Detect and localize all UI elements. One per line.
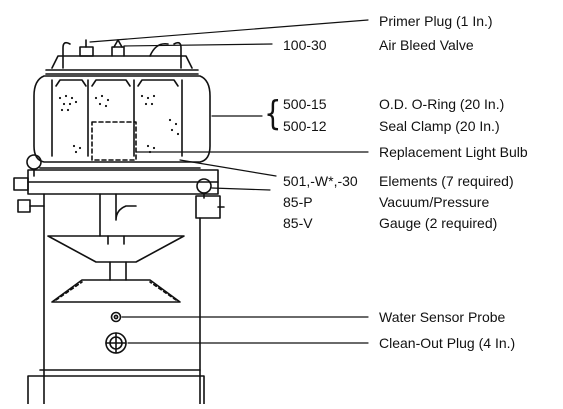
lower-housing — [27, 193, 205, 405]
leader-gauge — [211, 187, 271, 191]
leader-elements — [179, 159, 277, 177]
part-number-air-bleed: 100-30 — [283, 37, 327, 53]
clean-out-plug-icon — [105, 332, 127, 354]
label-gauge: Gauge (2 required) — [379, 215, 498, 231]
gauge-left-icon — [26, 154, 42, 177]
part-number-oring: 500-15 — [283, 96, 327, 112]
label-clean-out-plug: Clean-Out Plug (4 In.) — [379, 335, 516, 351]
label-seal-clamp: Seal Clamp (20 In.) — [379, 118, 500, 134]
leader-lines — [89, 19, 369, 344]
label-water-sensor: Water Sensor Probe — [379, 309, 506, 325]
leader-air-bleed — [123, 43, 273, 47]
label-light-bulb: Replacement Light Bulb — [379, 144, 528, 160]
leader-primer-plug — [89, 19, 369, 43]
manifold — [13, 169, 225, 219]
part-number-vacuum: 85-P — [283, 194, 313, 210]
label-primer-plug: Primer Plug (1 In.) — [379, 13, 493, 29]
part-number-elements: 501,-W*,-30 — [283, 173, 358, 189]
label-air-bleed-valve: Air Bleed Valve — [379, 37, 474, 53]
part-number-seal-clamp: 500-12 — [283, 118, 327, 134]
part-number-gauge: 85-V — [283, 215, 313, 231]
brace-symbol: { — [264, 94, 282, 134]
element-texture — [58, 94, 180, 154]
label-oring: O.D. O-Ring (20 In.) — [379, 96, 505, 112]
gauge-right-icon — [196, 178, 212, 199]
filter-bowl — [33, 75, 211, 169]
label-vacuum-pressure: Vacuum/Pressure — [379, 194, 490, 210]
label-elements: Elements (7 required) — [379, 173, 514, 189]
air-bleed-valve-icon — [111, 39, 125, 57]
water-sensor-probe-icon — [110, 311, 122, 323]
primer-plug-icon — [79, 39, 94, 57]
